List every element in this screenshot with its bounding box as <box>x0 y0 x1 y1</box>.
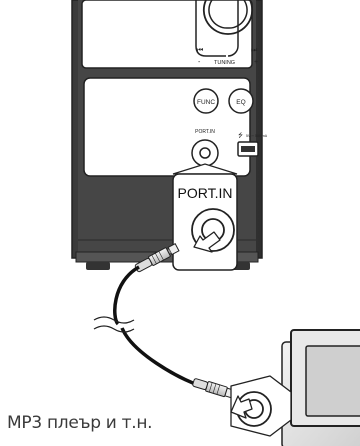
port-in-callout: PORT.IN <box>172 163 238 271</box>
port-in-callout-label: PORT.IN <box>178 185 233 201</box>
eq-button[interactable]: EQ <box>228 88 254 114</box>
insert-arrow-bottom <box>230 395 253 419</box>
cable-plug-bottom <box>192 378 237 399</box>
usb-icon: ⭍ <box>238 131 243 139</box>
func-button[interactable]: FUNC <box>193 88 219 114</box>
mp3-player-caption: MP3 плеър и т.н. <box>7 413 153 433</box>
tuning-plus: + <box>254 59 258 66</box>
tuning-minus: - <box>198 59 201 66</box>
tuning-knob[interactable] <box>195 0 254 57</box>
cable-break-mark <box>93 316 135 333</box>
usb-rating-label: 5V ⎓ 500 mA <box>246 134 268 138</box>
control-panel <box>83 77 251 177</box>
skip-forward-icon[interactable]: ⏭ <box>251 46 258 54</box>
insert-arrow-top <box>193 231 221 253</box>
eq-label: EQ <box>236 99 245 106</box>
audio-cable <box>113 265 140 326</box>
port-in-small-label: PORT.IN <box>195 129 215 135</box>
port-in-jack[interactable] <box>191 139 219 167</box>
skip-back-icon[interactable]: ⏮ <box>197 46 203 54</box>
usb-port[interactable] <box>237 141 259 157</box>
func-label: FUNC <box>197 99 215 106</box>
mp3-player <box>281 329 360 446</box>
mp3-screen <box>305 345 360 417</box>
audio-cable-lower <box>120 327 207 390</box>
tuning-label: TUNING <box>214 60 235 66</box>
